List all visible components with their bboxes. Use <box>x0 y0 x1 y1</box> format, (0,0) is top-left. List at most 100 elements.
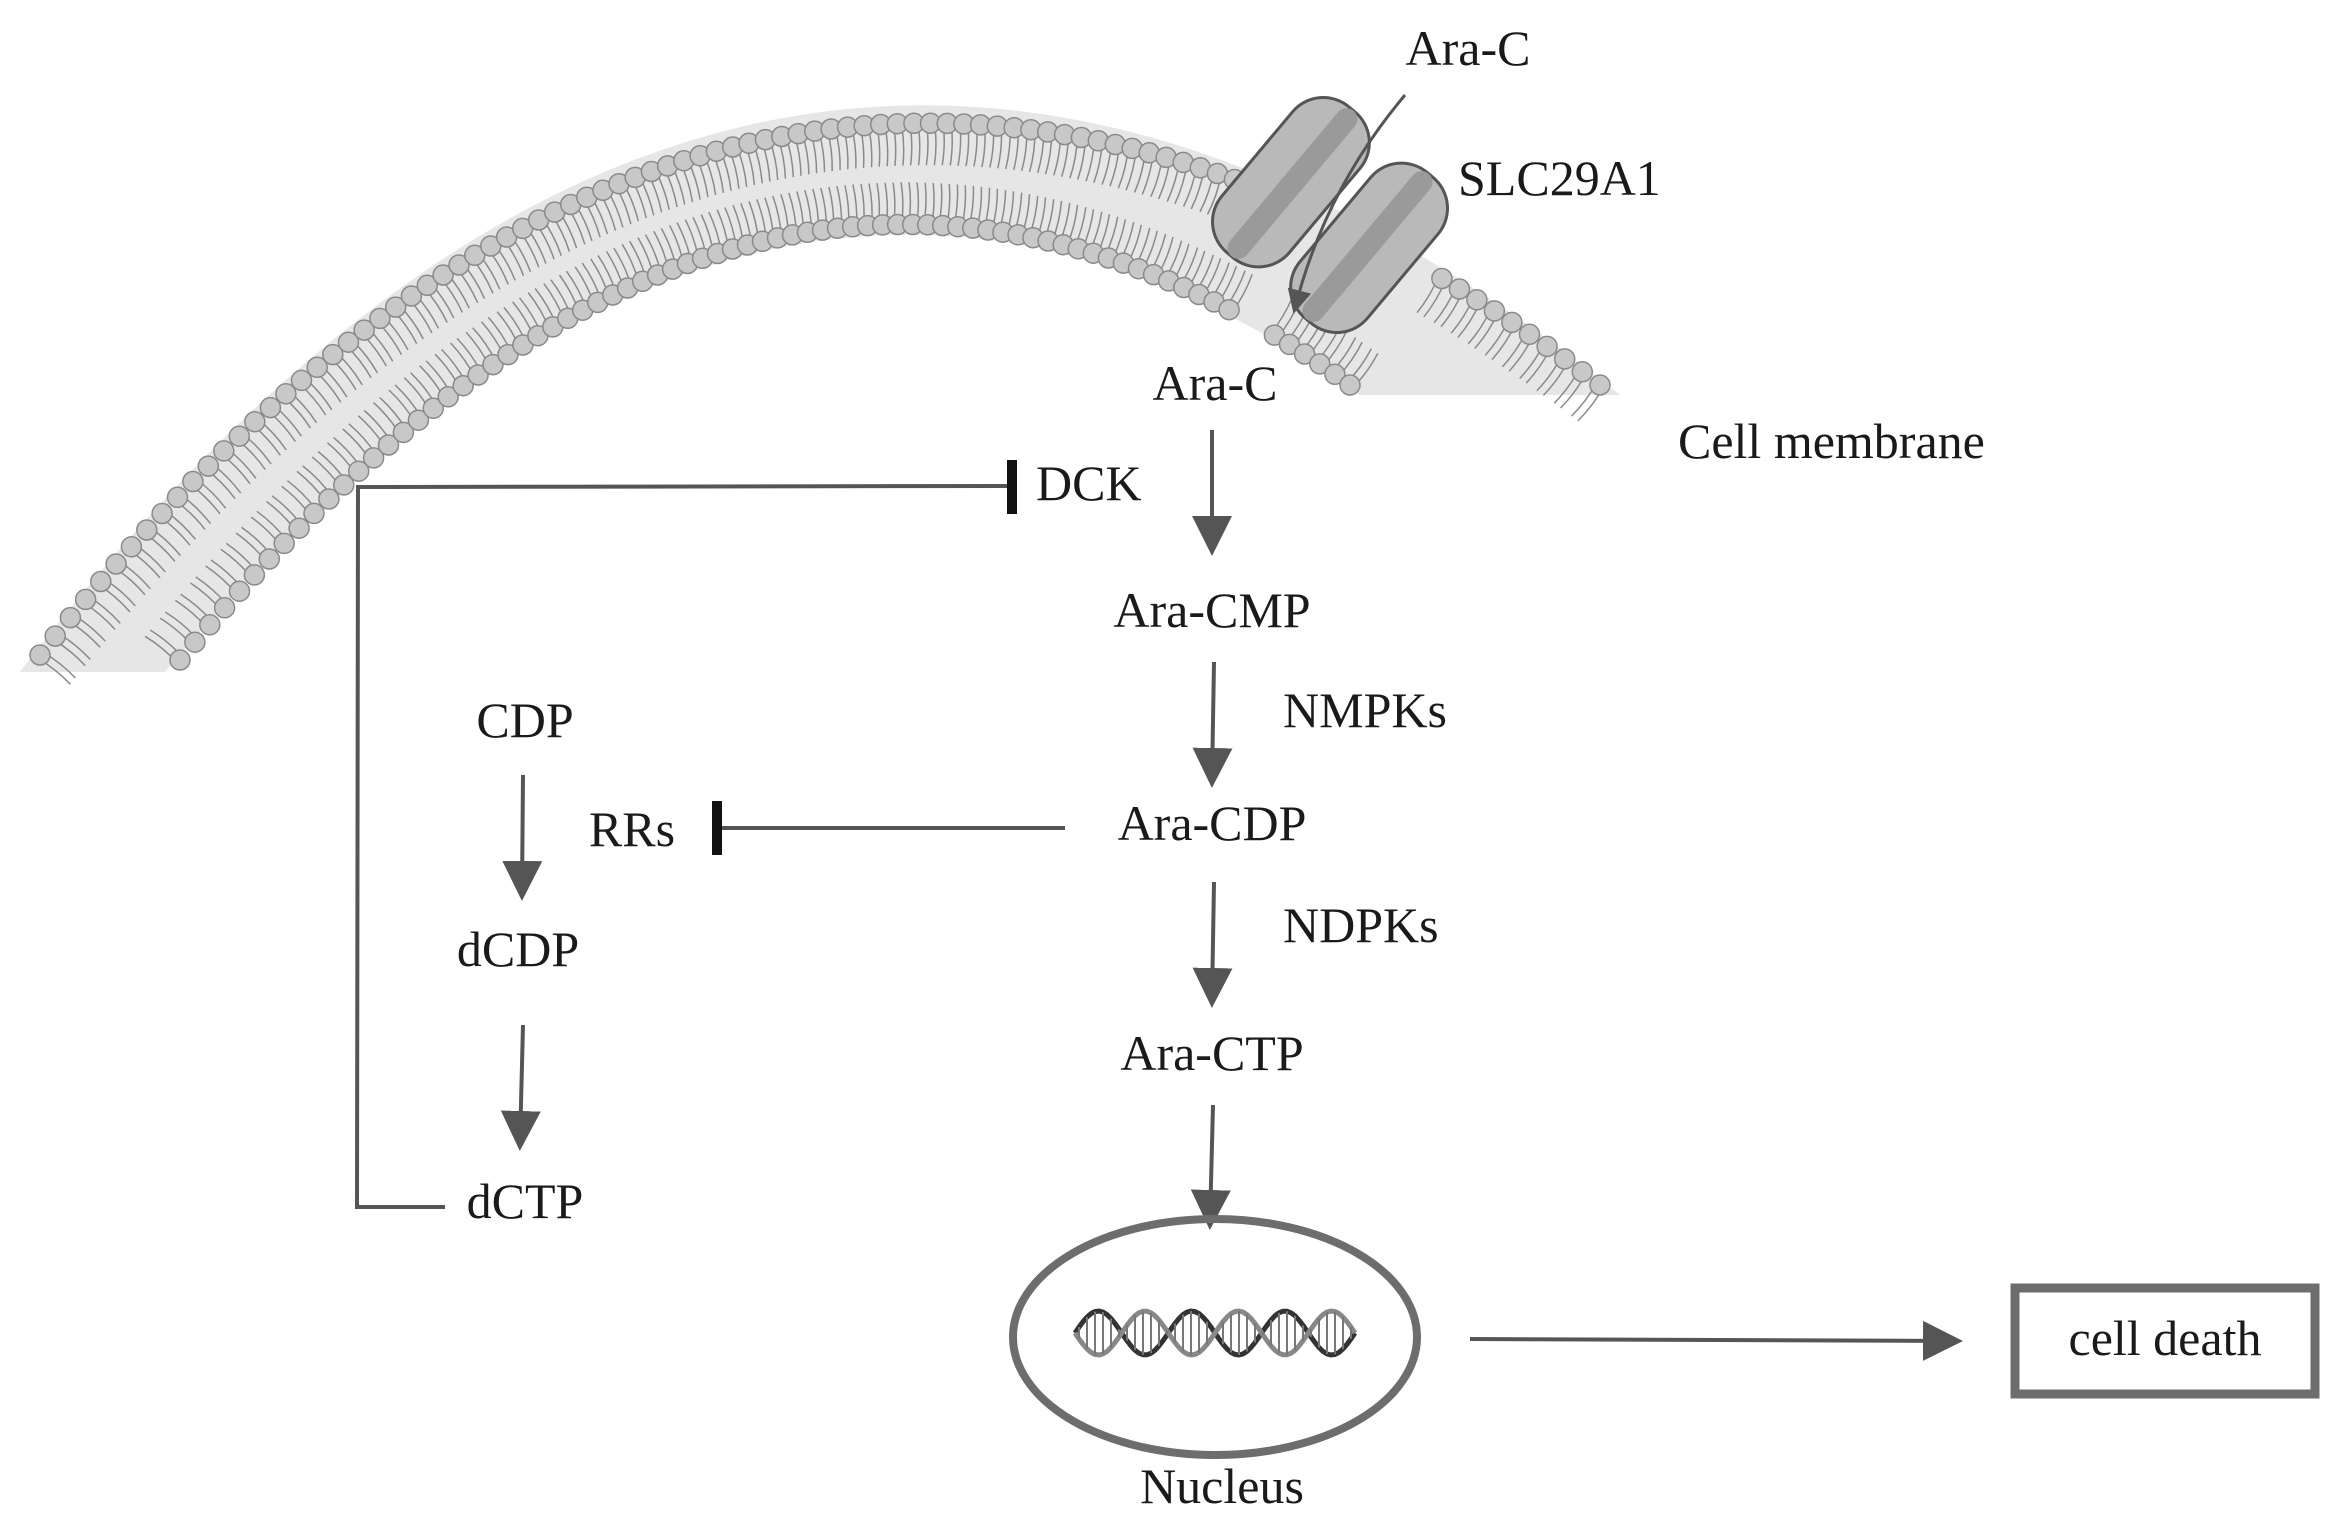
cell-death-label: cell death <box>2069 1310 2262 1366</box>
lipid-head <box>213 440 235 462</box>
cdp-label: CDP <box>476 692 573 748</box>
lipid-head <box>322 343 344 366</box>
lipid-head <box>275 383 297 405</box>
lipid-head <box>1518 323 1541 346</box>
lipid-head <box>1553 348 1576 370</box>
lipid-head <box>120 536 143 558</box>
lipid-head <box>1589 374 1611 396</box>
lipid-head <box>258 548 281 570</box>
nucleus-label: Nucleus <box>1140 1458 1304 1514</box>
lipid-head <box>228 425 251 447</box>
lipid-head <box>29 644 51 666</box>
lipid-head <box>1571 361 1594 383</box>
lipid-head <box>1431 267 1453 290</box>
ara-c-intracellular-label: Ara-C <box>1153 355 1278 411</box>
lipid-head <box>303 502 325 525</box>
lipid-head <box>497 343 519 366</box>
lipid-head <box>136 519 158 541</box>
lipid-head <box>467 364 489 386</box>
dctp-label: dCTP <box>467 1173 584 1229</box>
lipid-head <box>151 502 173 525</box>
lipid-head <box>416 274 439 297</box>
lipid-head <box>422 397 445 420</box>
lipid-head <box>288 517 310 539</box>
lipid-head <box>452 374 474 397</box>
arrow-cdp-to-dcdp <box>502 774 543 901</box>
cell-death-box <box>2010 1283 2320 1399</box>
lipid-head <box>333 474 355 496</box>
lipid-head <box>347 460 370 482</box>
ara-cdp-label: Ara-CDP <box>1118 795 1307 851</box>
lipid-head <box>273 532 295 555</box>
lipid-head <box>448 254 470 276</box>
lipid-head <box>74 588 97 611</box>
lipid-head <box>213 597 236 619</box>
arrow-ara-cdp-to-ara-ctp <box>1192 881 1233 1008</box>
lipid-head <box>1339 374 1361 396</box>
lipid-head <box>1466 289 1488 311</box>
inhibition-dctp-dck <box>354 460 1017 1209</box>
lipid-head <box>1536 335 1558 358</box>
ara-c-extracellular-label: Ara-C <box>1406 20 1531 76</box>
lipid-head <box>1293 343 1316 365</box>
lipid-head <box>166 486 189 509</box>
lipid-head <box>90 570 112 593</box>
lipid-head <box>228 580 251 602</box>
lipid-head <box>464 244 486 267</box>
lipid-heads <box>29 112 1611 671</box>
lipid-head <box>184 631 206 653</box>
lipid-head <box>377 434 400 456</box>
lipid-head <box>1483 300 1506 322</box>
lipid-head <box>1501 311 1523 334</box>
lipid-head <box>259 396 282 419</box>
lipid-head <box>407 409 430 431</box>
lipid-head <box>1324 363 1346 386</box>
lipid-head <box>400 285 423 307</box>
lipid-head <box>199 614 221 636</box>
lipid-head <box>59 606 82 629</box>
arrow-ara-cmp-to-ara-cdp <box>1192 661 1233 788</box>
lipid-head <box>482 353 504 376</box>
ara-cmp-label: Ara-CMP <box>1113 582 1310 638</box>
arrow-ara-ctp-to-nucleus <box>1190 1104 1231 1230</box>
dcdp-label: dCDP <box>457 921 579 977</box>
lipid-head <box>369 307 391 330</box>
slc29a1-transporter-icon <box>1211 96 1449 334</box>
lipid-head <box>437 386 459 408</box>
lipid-head <box>480 235 502 257</box>
lipid-head <box>182 470 204 493</box>
lipid-head <box>244 410 266 433</box>
cell-membrane-label: Cell membrane <box>1678 413 1985 469</box>
arrow-dcdp-to-dctp <box>500 1024 541 1151</box>
lipid-head <box>105 553 127 575</box>
lipid-head <box>337 331 360 353</box>
lipid-head <box>44 625 66 647</box>
dna-helix-icon <box>1072 1308 1358 1358</box>
ndpks-label: NDPKs <box>1283 897 1439 953</box>
lipid-head <box>353 319 375 341</box>
lipid-head <box>306 356 328 379</box>
lipid-head <box>243 564 266 586</box>
lipid-head <box>1309 353 1331 375</box>
nucleus-outline <box>1009 1215 1421 1459</box>
lipid-head <box>290 369 313 392</box>
lipid-head <box>432 264 454 286</box>
lipid-head <box>362 447 385 469</box>
lipid-head <box>384 296 407 318</box>
lipid-head <box>1448 278 1471 300</box>
arrow-nucleus-to-cell-death <box>1469 1320 1963 1361</box>
lipid-head <box>169 649 191 671</box>
lipid-head <box>1278 333 1301 356</box>
nmpks-label: NMPKs <box>1283 682 1447 738</box>
lipid-head <box>197 455 220 477</box>
inhibition-ara-cdp-rrs <box>712 801 1065 855</box>
dck-label: DCK <box>1036 455 1142 511</box>
ara-ctp-label: Ara-CTP <box>1120 1025 1303 1081</box>
slc29a1-label: SLC29A1 <box>1458 150 1661 206</box>
lipid-head <box>1218 298 1240 321</box>
lipid-head <box>392 421 415 444</box>
rrs-label: RRs <box>589 801 675 857</box>
lipid-head <box>318 488 340 510</box>
import-arrow <box>1287 94 1407 314</box>
